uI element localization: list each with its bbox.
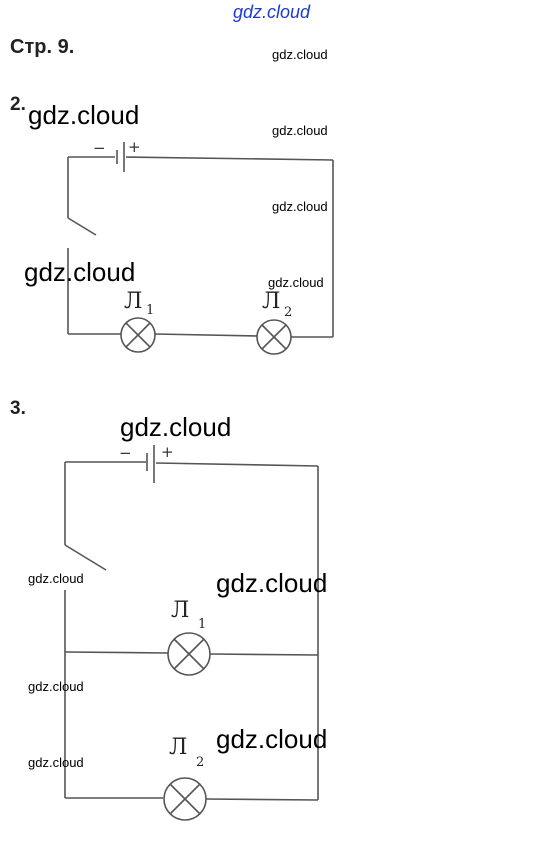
circuit-2-switch <box>67 217 97 236</box>
circuit-2-wiring <box>67 156 334 338</box>
watermark: gdz.cloud <box>272 47 328 62</box>
task-3-number: 3. <box>10 398 26 419</box>
watermark: gdz.cloud <box>216 724 328 754</box>
task-2-number: 2. <box>10 94 26 115</box>
circuit-3-battery <box>146 445 155 483</box>
circuit-2-lamp-2-letter: Л <box>262 289 280 314</box>
circuit-3-switch <box>64 544 107 571</box>
watermark: gdz.cloud <box>24 257 136 287</box>
header-watermark: gdz.cloud <box>233 2 311 22</box>
circuit-2-minus-sign: − <box>93 139 106 157</box>
circuit-3-lamp-1-letter: Л <box>171 598 189 623</box>
watermark: gdz.cloud <box>28 679 84 694</box>
watermark: gdz.cloud <box>268 275 324 290</box>
circuit-2-lamp-2 <box>256 319 292 355</box>
watermark: gdz.cloud <box>28 755 84 770</box>
watermark: gdz.cloud <box>28 571 84 586</box>
circuit-2-plus-sign: + <box>128 138 141 156</box>
circuit-3-lamp-2-letter: Л <box>169 735 187 760</box>
circuit-2-lamp-2-index: 2 <box>284 305 292 320</box>
circuit-3-lamp-1 <box>167 632 211 676</box>
watermark: gdz.cloud <box>120 412 232 442</box>
circuit-3-lamp-1-index: 1 <box>198 617 206 632</box>
circuit-3-minus-sign: − <box>119 444 132 462</box>
watermark: gdz.cloud <box>272 123 328 138</box>
circuit-2-lamp-1-index: 1 <box>146 303 154 318</box>
circuit-3-lamp-2-index: 2 <box>196 755 204 770</box>
watermark: gdz.cloud <box>28 100 140 130</box>
circuit-2-lamp-1 <box>120 317 156 353</box>
circuit-2-battery <box>116 142 125 172</box>
page-title: Стр. 9. <box>10 36 75 58</box>
circuit-3-plus-sign: + <box>161 443 174 461</box>
circuit-2-lamp-1-letter: Л <box>124 289 142 314</box>
watermark: gdz.cloud <box>272 199 328 214</box>
watermark: gdz.cloud <box>216 568 328 598</box>
circuit-3-wiring <box>64 461 319 801</box>
circuit-3-lamp-2 <box>163 777 207 821</box>
